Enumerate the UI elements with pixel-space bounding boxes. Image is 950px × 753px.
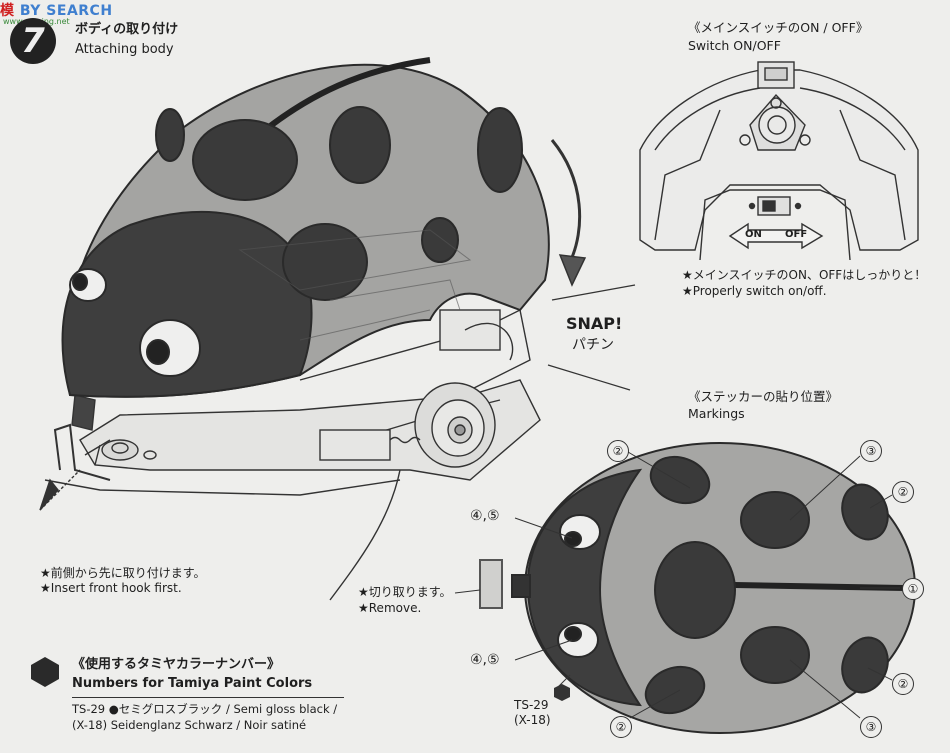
switch-note-en: ★Properly switch on/off.	[682, 284, 827, 298]
paint-title-ja: 《使用するタミヤカラーナンバー》	[72, 657, 281, 672]
paint-divider	[72, 697, 344, 698]
switch-diagram	[639, 61, 919, 261]
paint-mark-small	[554, 684, 570, 701]
markings-ladybug	[479, 442, 916, 734]
switch-title-ja: 《メインスイッチのON / OFF》	[688, 20, 869, 35]
snap-label-en: SNAP!	[566, 314, 623, 333]
switch-off-label: OFF	[785, 229, 808, 240]
paint-line-1: TS-29 ●セミグロスブラック / Semi gloss black /	[72, 702, 338, 716]
callout-2: ②	[892, 673, 914, 695]
markings-paint-code: TS-29	[514, 698, 549, 712]
callout-2: ②	[610, 716, 632, 738]
switch-title-en: Switch ON/OFF	[688, 38, 781, 53]
remove-note-en: ★Remove.	[358, 601, 422, 615]
markings-title-ja: 《ステッカーの貼り位置》	[688, 389, 839, 404]
paint-title-en: Numbers for Tamiya Paint Colors	[72, 676, 313, 691]
callout-3: ③	[860, 440, 882, 462]
callout-4-5: ④,⑤	[470, 652, 500, 668]
step-number-badge: 7	[10, 18, 56, 64]
markings-title-en: Markings	[688, 406, 745, 421]
front-hook-note-en: ★Insert front hook first.	[40, 581, 182, 595]
ladybug-assembly-drawing	[39, 308, 541, 601]
markings-paint-code2: (X-18)	[514, 713, 551, 727]
switch-on-label: ON	[745, 229, 762, 240]
step-title-en: Attaching body	[75, 42, 174, 57]
paint-line-2: (X-18) Seidenglanz Schwarz / Noir satiné	[72, 718, 307, 732]
callout-2: ②	[607, 440, 629, 462]
snap-label-ja: パチン	[572, 337, 614, 353]
callout-2: ②	[892, 481, 914, 503]
paint-icon	[31, 657, 59, 687]
front-hook-note-ja: ★前側から先に取り付けます。	[40, 566, 206, 580]
snap-arrow	[550, 139, 587, 287]
callout-1: ①	[902, 578, 924, 600]
ladybug-shell	[61, 57, 550, 398]
step-title-ja: ボディの取り付け	[75, 22, 179, 37]
remove-note-ja: ★切り取ります。	[358, 585, 452, 599]
callout-4-5: ④,⑤	[470, 508, 500, 524]
watermark-logo: 模 BY SEARCH	[0, 3, 113, 19]
callout-3: ③	[860, 716, 882, 738]
switch-note-ja: ★メインスイッチのON、OFFはしっかりと！	[682, 268, 927, 282]
